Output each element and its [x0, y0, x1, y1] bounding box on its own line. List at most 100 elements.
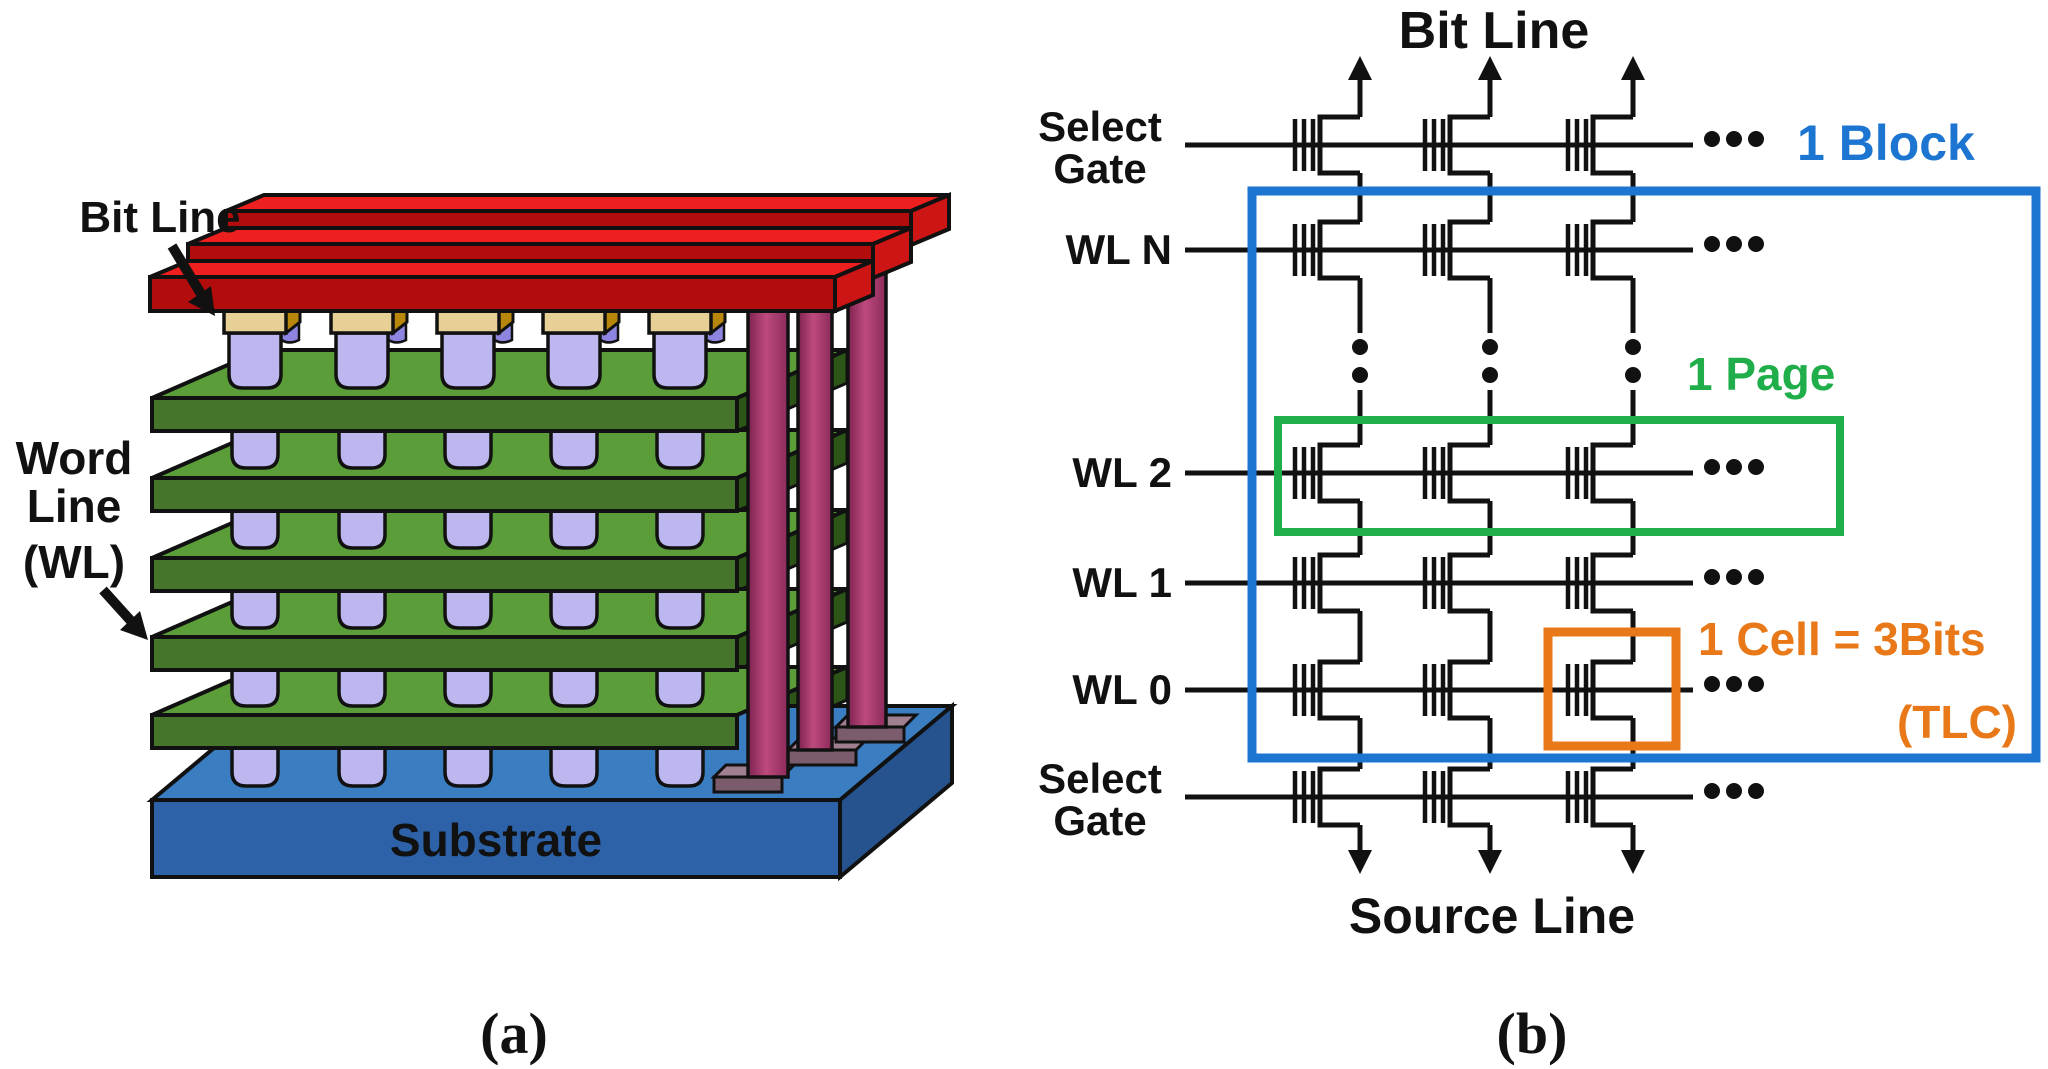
ellipsis-dot [1726, 783, 1742, 799]
contact-pad [329, 309, 395, 335]
ellipsis-dot [1726, 569, 1742, 585]
channel-plug [655, 429, 705, 470]
wordline-slab-front [150, 635, 739, 672]
ellipsis-dot [1704, 676, 1720, 692]
wordline-label: WL 2 [1072, 449, 1172, 496]
contact-pad [435, 309, 501, 335]
channel-plug [655, 509, 705, 550]
channel-plug [549, 429, 599, 470]
ellipsis-dot [1726, 131, 1742, 147]
cell-channel-jog [1317, 766, 1360, 828]
channel-plug [549, 589, 599, 630]
channel-plug [546, 331, 602, 390]
ellipsis-dot [1726, 236, 1742, 252]
source-line-title: Source Line [1349, 888, 1635, 944]
channel-plug [443, 509, 493, 550]
wordline-slab-front [150, 476, 739, 513]
channel-plug [652, 331, 708, 390]
contact-pad [647, 309, 713, 335]
channel-plug [655, 589, 705, 630]
ellipsis-dot [1748, 131, 1764, 147]
substrate-label: Substrate [390, 814, 602, 866]
panel-a-caption: (a) [480, 1001, 548, 1066]
string-continuation-dot [1352, 367, 1368, 383]
channel-plug [443, 667, 493, 708]
cell-channel-jog [1590, 219, 1633, 281]
channel-plug [337, 746, 387, 788]
channel-plug [549, 746, 599, 788]
cell-channel-jog [1447, 659, 1490, 721]
page-annotation: 1 Page [1687, 348, 1835, 400]
wordline-label: WL 1 [1072, 559, 1172, 606]
cell-channel-jog [1447, 219, 1490, 281]
channel-plug [230, 429, 280, 470]
channel-plug [230, 667, 280, 708]
channel-plug [549, 667, 599, 708]
channel-plug [443, 746, 493, 788]
wordline-label: WL N [1065, 226, 1172, 273]
channel-plug [655, 746, 705, 788]
cell-annotation: 1 Cell = 3Bits [1698, 613, 1986, 665]
cell-channel-jog [1447, 114, 1490, 176]
ellipsis-dot [1704, 131, 1720, 147]
ellipsis-dot [1704, 459, 1720, 475]
cell-channel-jog [1317, 442, 1360, 504]
bit-line-label-a: Bit Line [79, 193, 240, 242]
bitline-bar [148, 257, 875, 315]
vertical-channel-pillar [846, 238, 888, 729]
channel-plug [337, 429, 387, 470]
bit-line-title: Bit Line [1399, 2, 1590, 60]
contact-pad [541, 309, 607, 335]
bitline-bar-front [148, 275, 837, 313]
cell-channel-jog [1317, 219, 1360, 281]
channel-plug [655, 667, 705, 708]
cell-channel-jog [1590, 114, 1633, 176]
select-gate-label: Select [1038, 755, 1162, 802]
word-line-label-2: Line [27, 480, 122, 532]
cell-channel-jog [1590, 552, 1633, 614]
contact-pad [222, 309, 288, 335]
ellipsis-dot [1704, 236, 1720, 252]
ellipsis-dot [1704, 783, 1720, 799]
select-gate-label: Gate [1053, 145, 1146, 192]
block-annotation: 1 Block [1797, 115, 1975, 171]
bit-line-pointer-arrow [167, 243, 215, 316]
channel-plug [230, 589, 280, 630]
cell-channel-jog [1590, 442, 1633, 504]
cell-channel-jog [1447, 552, 1490, 614]
wordline-slab-front [150, 713, 739, 750]
select-gate-label: Gate [1053, 797, 1146, 844]
ellipsis-dot [1704, 569, 1720, 585]
vertical-channel-pillar [796, 271, 834, 752]
page-outline-box [1274, 416, 1844, 536]
sourceline-arrow-head [1478, 850, 1502, 874]
bitline-bar-top [225, 193, 950, 213]
wordline-slab-front [150, 556, 739, 593]
bitline-arrow-head [1478, 56, 1502, 80]
channel-plug [337, 509, 387, 550]
string-continuation-dot [1482, 339, 1498, 355]
ellipsis-dot [1748, 783, 1764, 799]
cell-channel-jog [1317, 114, 1360, 176]
sourceline-arrow-head [1348, 850, 1372, 874]
ellipsis-dot [1748, 236, 1764, 252]
cell-outline-box [1543, 627, 1681, 751]
word-line-label-3: (WL) [23, 536, 125, 588]
cell-channel-jog [1317, 552, 1360, 614]
word-line-pointer-arrow [99, 586, 148, 640]
bitline-arrow-head [1621, 56, 1645, 80]
channel-plug [230, 746, 280, 788]
channel-plug [334, 331, 390, 390]
block-outline-box [1247, 186, 2041, 763]
string-continuation-dot [1352, 339, 1368, 355]
select-gate-label: Select [1038, 103, 1162, 150]
substrate-front [150, 798, 842, 879]
panel-b-caption: (b) [1497, 1001, 1568, 1066]
channel-plug [337, 589, 387, 630]
tlc-annotation: (TLC) [1897, 696, 2017, 748]
cell-channel-jog [1447, 442, 1490, 504]
bitline-arrow-head [1348, 56, 1372, 80]
channel-plug [337, 667, 387, 708]
